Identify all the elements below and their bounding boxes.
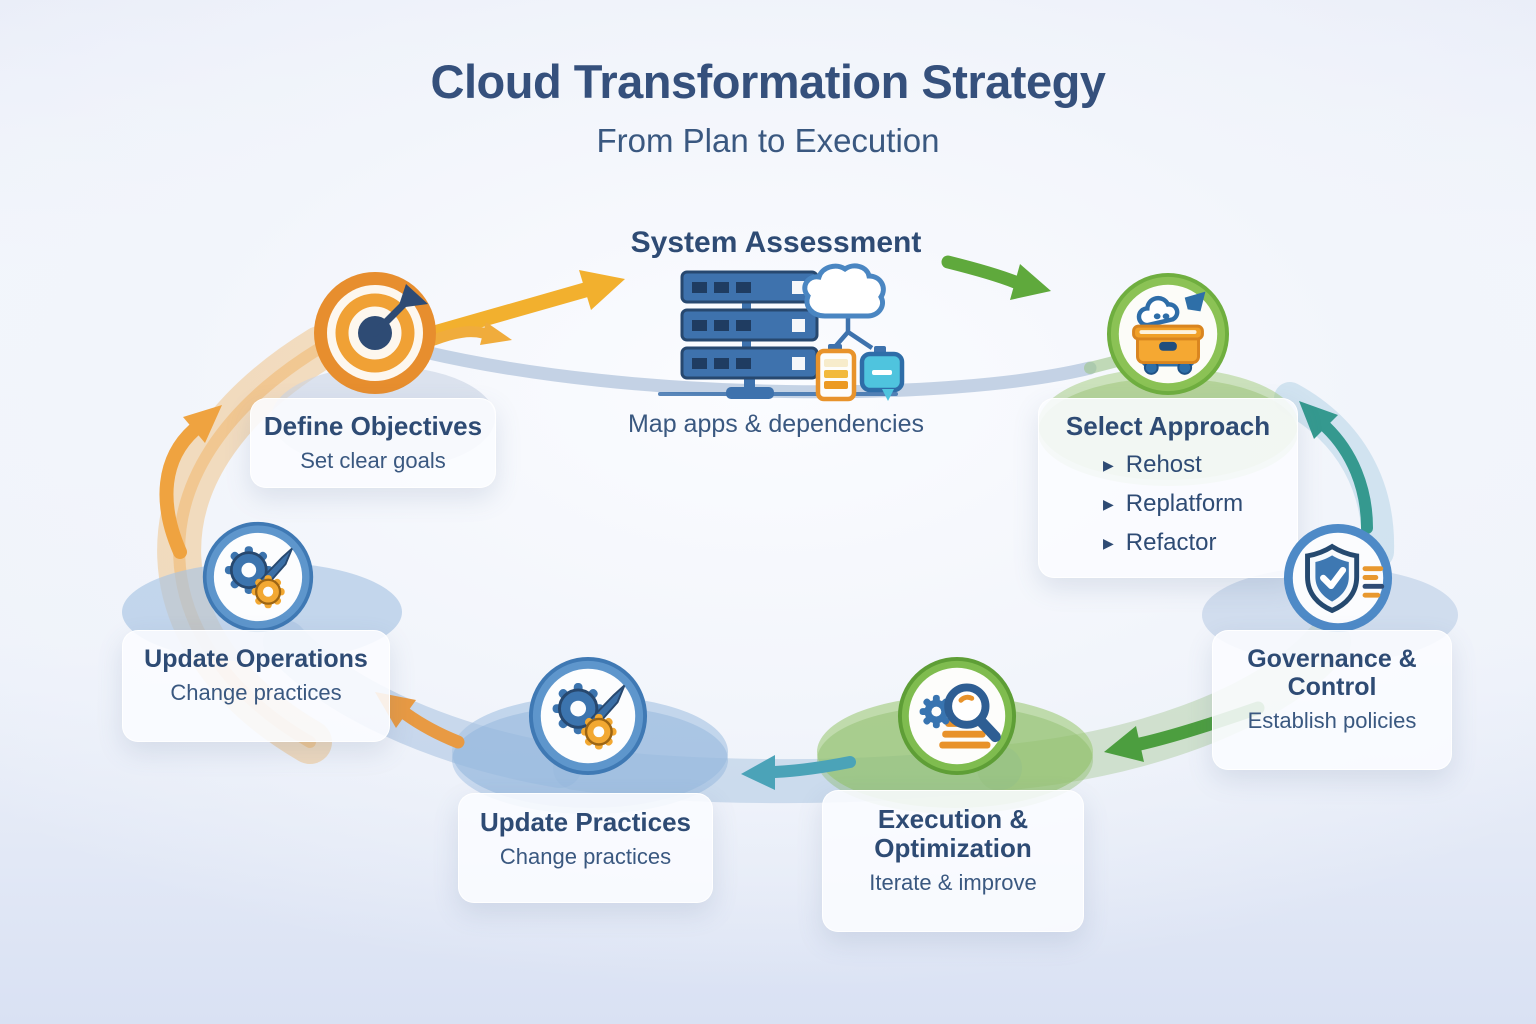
define-objectives-title: Define Objectives — [263, 411, 483, 441]
arrow-define-to-assessment — [430, 270, 625, 340]
small-orange-gear — [251, 575, 285, 609]
update-operations-subtitle: Change practices — [170, 680, 342, 705]
select-approach-card: Select Approach ▶ Rehost ▶ Replatform ▶ Ref… — [1038, 398, 1298, 578]
bullet-arrow-icon: ▶ — [1103, 534, 1114, 551]
target-icon — [314, 272, 436, 394]
magnifier-gear-icon — [897, 656, 1017, 776]
arrow-execution-to-practices — [741, 755, 856, 790]
big-gear — [224, 546, 273, 595]
system-assessment-caption: Map apps & dependencies — [627, 410, 925, 438]
list-item: ▶ Refactor — [1103, 529, 1297, 557]
define-objectives-card: Define Objectives Set clear goals — [250, 398, 496, 488]
cloud-icon — [802, 263, 886, 350]
select-approach-title: Select Approach — [1065, 411, 1271, 441]
system-assessment-title: System Assessment — [630, 226, 922, 259]
small-gear — [919, 694, 954, 729]
execution-title-line1: Execution & — [877, 804, 1029, 834]
gears-icon — [528, 656, 648, 776]
execution-subtitle: Iterate & improve — [869, 870, 1037, 896]
arrow-governance-to-select — [1299, 401, 1373, 534]
define-objectives-subtitle: Set clear goals — [300, 448, 446, 474]
select-approach-bullet-list: ▶ Rehost ▶ Replatform ▶ Refactor — [1039, 451, 1297, 557]
migration-truck-icon — [1106, 272, 1230, 396]
ribbon-top-blue — [418, 345, 1097, 399]
update-operations-card: Update Operations Change practices — [122, 630, 390, 742]
arrow-operations-to-define — [159, 405, 222, 559]
governance-title-line2: Control — [1287, 673, 1377, 701]
update-practices-card: Update Practices Change practices — [458, 793, 713, 903]
database-node-icon — [815, 344, 857, 402]
update-practices-subtitle: Change practices — [499, 844, 672, 870]
update-operations-title: Update Operations — [144, 645, 368, 673]
update-practices-title: Update Practices — [480, 807, 691, 837]
bullet-label: Replatform — [1125, 490, 1244, 518]
list-item: ▶ Rehost — [1103, 451, 1297, 479]
governance-subtitle: Establish policies — [1247, 708, 1417, 733]
shield-check-icon — [1283, 523, 1393, 633]
page-subtitle: From Plan to Execution — [596, 122, 940, 159]
chat-node-icon — [859, 346, 905, 401]
bullet-label: Refactor — [1125, 529, 1217, 557]
execution-card: Execution & Optimization Iterate & impro… — [822, 790, 1084, 932]
magnifier — [944, 683, 1001, 743]
bullet-arrow-icon: ▶ — [1103, 456, 1114, 473]
arrow-define-small — [428, 322, 512, 346]
governance-title-line1: Governance & — [1247, 645, 1417, 673]
page-title: Cloud Transformation Strategy — [430, 55, 1106, 108]
server-stack — [680, 270, 819, 399]
small-orange-gear — [581, 714, 617, 750]
servers-cloud-icon — [658, 263, 905, 402]
arrow-assessment-to-select — [941, 255, 1051, 300]
gears-icon — [202, 521, 314, 633]
execution-title-line2: Optimization — [874, 833, 1032, 864]
governance-card: Governance & Control Establish policies — [1212, 630, 1452, 770]
bullet-label: Rehost — [1125, 451, 1202, 479]
bullet-arrow-icon: ▶ — [1103, 495, 1114, 512]
list-item: ▶ Replatform — [1103, 490, 1297, 518]
